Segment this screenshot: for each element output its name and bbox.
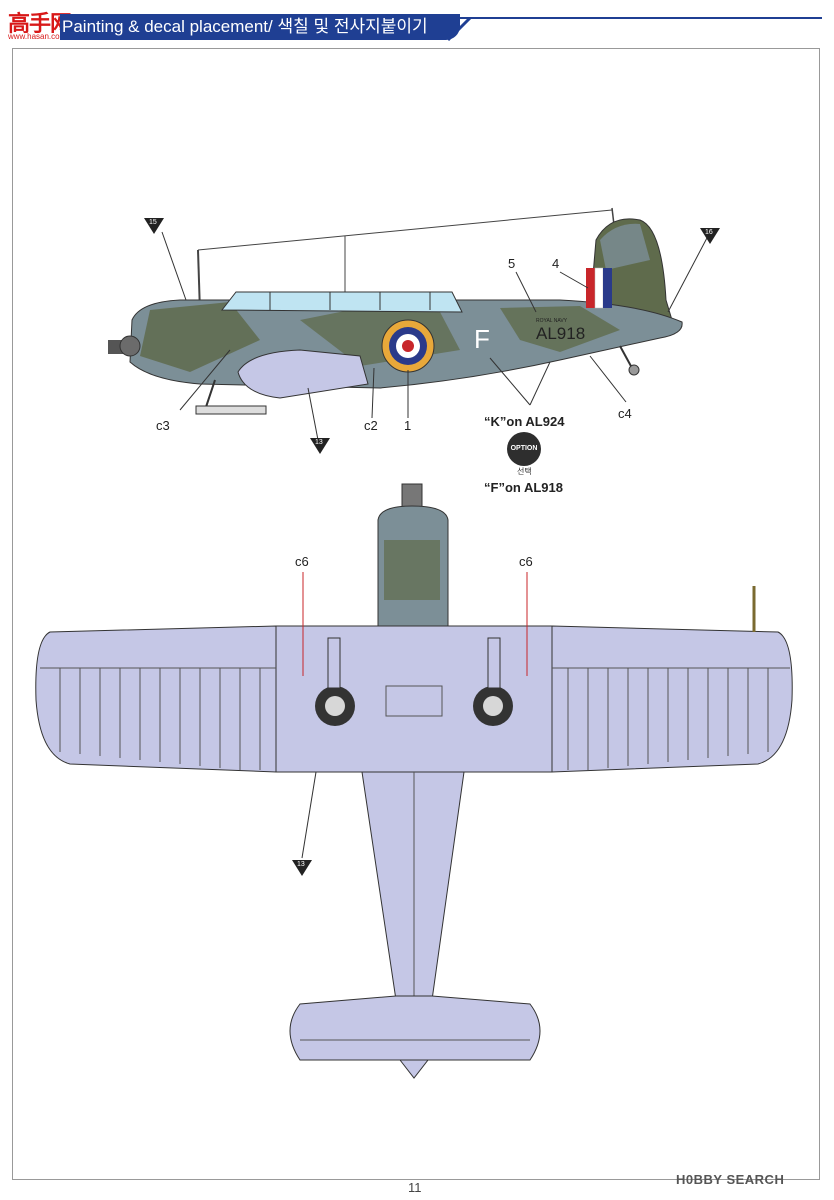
callout-c6-left: c6: [295, 554, 309, 569]
callout-c2: c2: [364, 418, 378, 433]
site-logo-url: www.hasan.com: [8, 32, 67, 41]
callout-c6-right: c6: [519, 554, 533, 569]
page-number: 11: [408, 1180, 422, 1195]
option-k-label: “K”on AL924: [484, 414, 565, 429]
page-frame: [12, 48, 820, 1180]
option-f-label: “F”on AL918: [484, 480, 563, 495]
registration: AL918: [536, 324, 586, 343]
tail-text: ROYAL NAVY: [536, 318, 568, 324]
hobby-search-watermark: H0BBY SEARCH: [676, 1172, 785, 1187]
callout-5: 5: [508, 256, 516, 271]
callout-4: 4: [552, 256, 560, 271]
code-letter: F: [474, 324, 490, 354]
header-bar: [60, 14, 460, 40]
callout-c3: c3: [156, 418, 170, 433]
option-badge-sub: 선택: [517, 467, 532, 476]
callout-c4: c4: [618, 406, 632, 421]
page-title: Painting & decal placement/ 색칠 및 전사지붙이기: [62, 17, 428, 36]
step-marker-13-side: 13: [315, 439, 323, 446]
step-marker-16: 16: [705, 229, 713, 236]
option-badge: OPTION: [507, 432, 541, 466]
callout-1: 1: [404, 418, 412, 433]
step-marker-15: 15: [149, 219, 157, 226]
step-marker-13-bottom: 13: [297, 861, 305, 868]
